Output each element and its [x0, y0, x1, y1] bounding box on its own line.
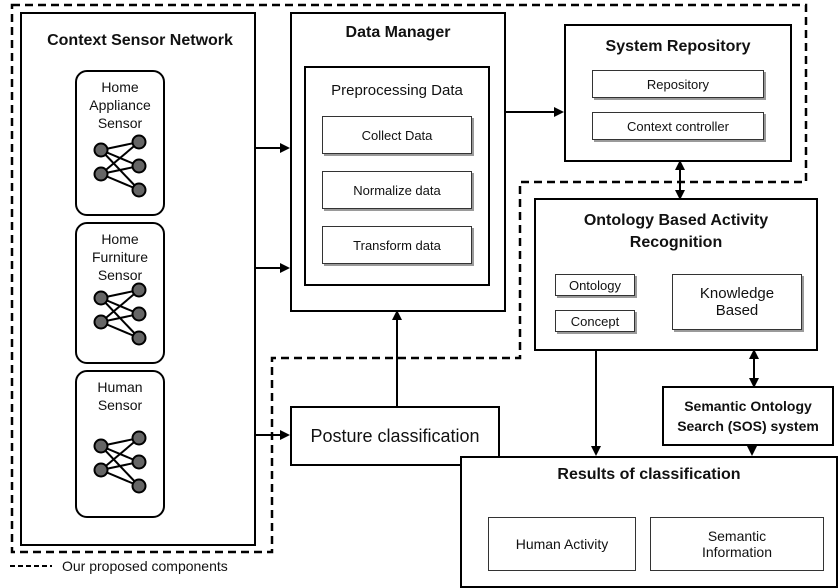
network-node: [131, 454, 147, 470]
system-repository-title: System Repository: [605, 38, 751, 55]
sos-title: Semantic Ontology Search (SOS) system: [677, 398, 819, 434]
network-node: [131, 306, 147, 322]
network-node: [131, 282, 147, 298]
network-node: [131, 330, 147, 346]
results-title: Results of classification: [557, 466, 741, 483]
transform-data-step: Transform data: [322, 226, 472, 264]
repository-item: Repository: [592, 70, 764, 98]
concept-box: Concept: [555, 310, 635, 332]
sensor-label: Human Sensor: [97, 379, 143, 413]
data-manager-title: Data Manager: [345, 24, 451, 41]
network-node: [131, 158, 147, 174]
sensor-home-appliance: Home Appliance Sensor: [75, 70, 165, 216]
oar-title: Ontology Based Activity Recognition: [583, 212, 769, 251]
network-node: [93, 142, 109, 158]
ontology-box: Ontology: [555, 274, 635, 296]
semantic-information-box: Semantic Information: [650, 517, 824, 571]
network-node: [93, 290, 109, 306]
network-node: [131, 182, 147, 198]
normalize-data-step: Normalize data: [322, 171, 472, 209]
network-edge: [100, 289, 140, 323]
collect-data-step: Collect Data: [322, 116, 472, 154]
network-node: [131, 134, 147, 150]
network-edge: [100, 437, 140, 471]
neural-network-icon: [93, 282, 147, 346]
posture-label: Posture classification: [310, 425, 480, 446]
proposed-components-outline: [10, 3, 808, 554]
sensor-human: Human Sensor: [75, 370, 165, 518]
network-node: [131, 478, 147, 494]
human-activity-box: Human Activity: [488, 517, 636, 571]
network-node: [93, 462, 109, 478]
network-node: [93, 314, 109, 330]
sensor-label: Home Furniture Sensor: [91, 231, 149, 283]
network-node: [131, 430, 147, 446]
preprocessing-title: Preprocessing Data: [331, 82, 463, 99]
sensor-label: Home Appliance Sensor: [89, 79, 151, 131]
network-node: [93, 438, 109, 454]
knowledge-based-box: Knowledge Based: [672, 274, 802, 330]
network-edge: [100, 141, 140, 175]
legend-label: Our proposed components: [62, 558, 228, 574]
neural-network-icon: [93, 134, 147, 198]
neural-network-icon: [93, 430, 147, 494]
sensor-home-furniture: Home Furniture Sensor: [75, 222, 165, 364]
csn-title: Context Sensor Network: [47, 32, 233, 49]
network-node: [93, 166, 109, 182]
context-controller-item: Context controller: [592, 112, 764, 140]
sos-system: Semantic Ontology Search (SOS) system: [662, 386, 834, 446]
